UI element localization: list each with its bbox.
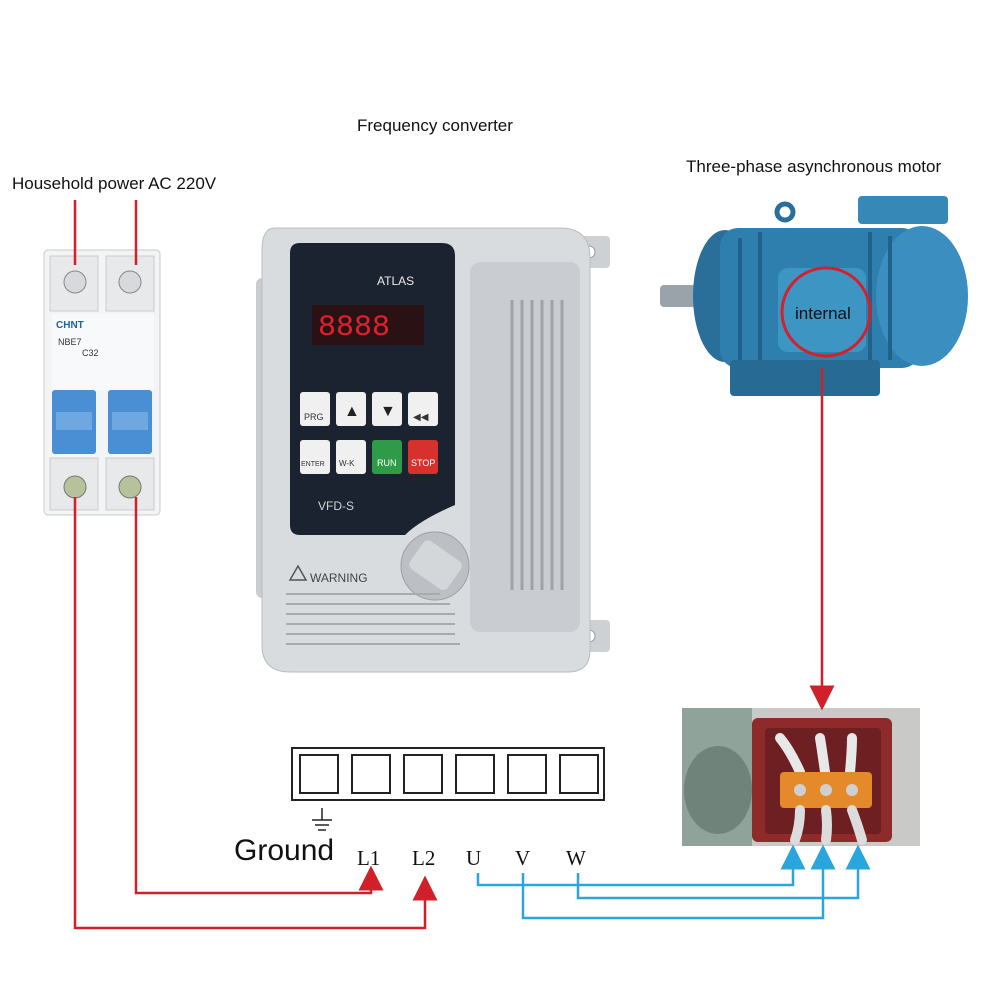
motor-junction-box xyxy=(778,268,866,352)
motor-label: Three-phase asynchronous motor xyxy=(686,157,942,176)
terminal-slot-l1 xyxy=(351,754,391,794)
red-wire-to-l2 xyxy=(73,497,438,930)
terminal-block xyxy=(291,747,605,831)
blue-wire-u xyxy=(476,844,806,887)
down-icon: ▼ xyxy=(380,403,396,420)
run-button[interactable] xyxy=(372,440,402,474)
svg-text:W-K: W-K xyxy=(339,459,355,468)
frequency-converter: ATLAS 8888 PRG ▲ ▼ ◀◀ ENTER W-K RUN STOP… xyxy=(256,227,610,673)
shift-icon: ◀◀ xyxy=(413,412,429,423)
red-wire-to-l1 xyxy=(134,497,384,895)
prg-button[interactable] xyxy=(300,392,330,426)
terminal-label-l1: L1 xyxy=(357,846,381,870)
vfd-led-display: 8888 xyxy=(318,311,390,345)
warning-icon xyxy=(288,564,308,581)
breaker-model: NBE7 xyxy=(58,337,82,347)
up-button[interactable] xyxy=(336,392,366,426)
terminal-slot-ground xyxy=(299,754,339,794)
blue-wires xyxy=(476,844,871,920)
svg-text:STOP: STOP xyxy=(411,458,435,468)
blue-wire-v xyxy=(521,844,836,920)
shift-button[interactable] xyxy=(408,392,438,426)
speed-knob[interactable] xyxy=(400,531,470,601)
up-icon: ▲ xyxy=(344,403,360,420)
svg-text:ENTER: ENTER xyxy=(301,461,325,468)
svg-text:WARNING: WARNING xyxy=(310,571,368,585)
internal-highlight-circle xyxy=(780,266,872,358)
terminal-label-l2: L2 xyxy=(412,846,436,870)
warning-label: WARNING xyxy=(286,564,460,645)
three-phase-motor xyxy=(660,196,968,396)
terminal-slot-l2 xyxy=(403,754,443,794)
svg-text:PRG: PRG xyxy=(304,412,324,422)
enter-button[interactable] xyxy=(300,440,330,474)
terminal-slot-w xyxy=(559,754,599,794)
circuit-breaker: CHNT NBE7 C32 xyxy=(43,249,161,516)
terminal-label-u: U xyxy=(466,846,482,870)
ground-icon xyxy=(312,808,332,831)
red-wires xyxy=(73,200,835,930)
vfd-model: VFD-S xyxy=(318,499,354,513)
internal-label: internal xyxy=(795,304,851,323)
wk-button[interactable] xyxy=(336,440,366,474)
terminal-label-v: V xyxy=(515,846,531,870)
household-power-label: Household power AC 220V xyxy=(12,174,217,193)
vfd-brand: ATLAS xyxy=(377,274,414,288)
down-button[interactable] xyxy=(372,392,402,426)
ground-label: Ground xyxy=(234,834,335,867)
frequency-converter-label: Frequency converter xyxy=(357,116,513,135)
blue-wire-w xyxy=(576,844,871,900)
motor-shaft xyxy=(660,285,700,307)
motor-terminal-box xyxy=(682,708,920,846)
vfd-control-panel xyxy=(290,243,455,535)
svg-text:RUN: RUN xyxy=(377,458,397,468)
terminal-slot-u xyxy=(455,754,495,794)
stop-button[interactable] xyxy=(408,440,438,474)
terminal-label-w: W xyxy=(566,846,586,870)
breaker-rating: C32 xyxy=(82,348,99,358)
breaker-brand: CHNT xyxy=(56,320,84,331)
terminal-slot-v xyxy=(507,754,547,794)
vfd-vent-grille xyxy=(510,300,564,590)
vfd-keypad: PRG ▲ ▼ ◀◀ ENTER W-K RUN STOP xyxy=(300,392,438,474)
